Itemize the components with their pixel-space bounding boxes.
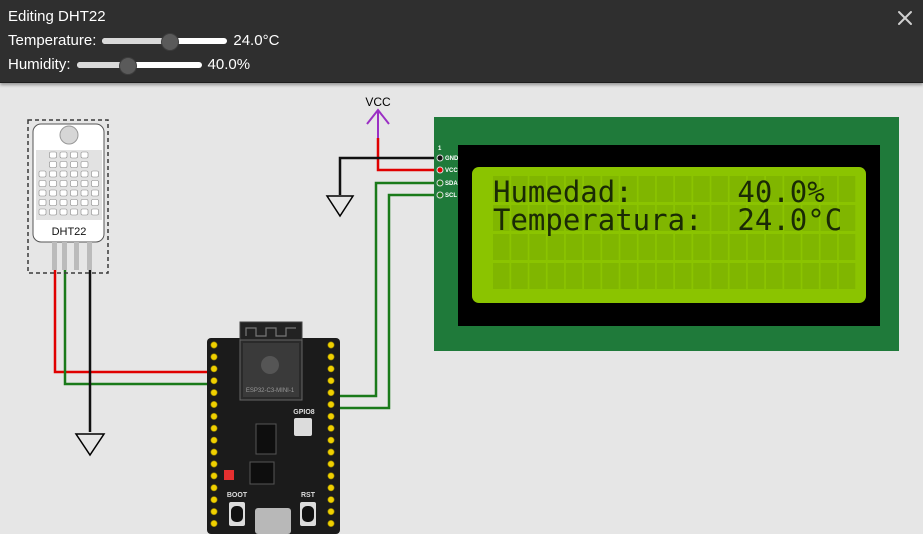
humidity-label: Humidity: [8,56,71,73]
gpio8-label: GPIO8 [293,409,315,416]
temperature-slider-thumb[interactable] [160,32,179,51]
esp32-module-label: ESP32-C3-MINI-1 [246,388,295,394]
wire-dht-vcc[interactable] [53,270,216,374]
vcc-symbol[interactable]: VCC [365,95,391,138]
dht22-sensor[interactable]: DHT22 [27,119,109,274]
wire-lcd-vcc[interactable] [376,138,436,172]
humidity-slider[interactable] [76,56,202,75]
rst-label: RST [301,492,316,499]
lcd-line-1: Humedad: 40.0% [493,175,825,209]
esp32-c3-board[interactable]: ESP32-C3-MINI-1 GPIO8 BOOT RST [207,321,340,534]
lcd-pin-number: 1 [438,146,442,152]
temperature-label: Temperature: [8,32,97,49]
lcd-pin-gnd: GND [445,156,459,162]
usb-connector [255,508,291,534]
lcd-line-2: Temperatura: 24.0°C [493,203,842,237]
edit-panel: Editing DHT22 Temperature: 24.0°C Humidi… [0,0,923,83]
wire-dht-data[interactable] [63,270,216,386]
lcd-display[interactable]: Humedad: 40.0% Temperatura: 24.0°C 1 GND… [434,117,899,351]
vcc-label: VCC [365,95,391,109]
humidity-slider-thumb[interactable] [118,56,137,75]
temperature-slider[interactable] [102,32,228,51]
lcd-pin-header[interactable]: GND VCC SDA SCL [436,154,459,199]
lcd-pin-sda: SDA [445,181,458,187]
wire-lcd-gnd[interactable] [338,156,436,195]
close-icon[interactable] [897,10,913,26]
temperature-row: Temperature: 24.0°C [8,32,280,51]
dht22-vent-grid [38,151,99,216]
boot-label: BOOT [227,492,248,499]
panel-title: Editing DHT22 [8,8,106,25]
humidity-row: Humidity: 40.0% [8,56,251,75]
esp32-pin-headers[interactable] [210,341,335,527]
humidity-value: 40.0% [207,56,251,73]
wire-sda[interactable] [330,181,436,398]
ground-symbol-dht [74,433,106,457]
dht22-label: DHT22 [52,226,87,238]
ground-symbol-lcd [325,195,355,218]
lcd-pin-vcc: VCC [445,168,458,174]
lcd-character-grid [493,176,856,289]
temperature-value: 24.0°C [233,32,280,49]
wire-scl[interactable] [330,193,436,410]
lcd-pin-scl: SCL [445,193,457,199]
